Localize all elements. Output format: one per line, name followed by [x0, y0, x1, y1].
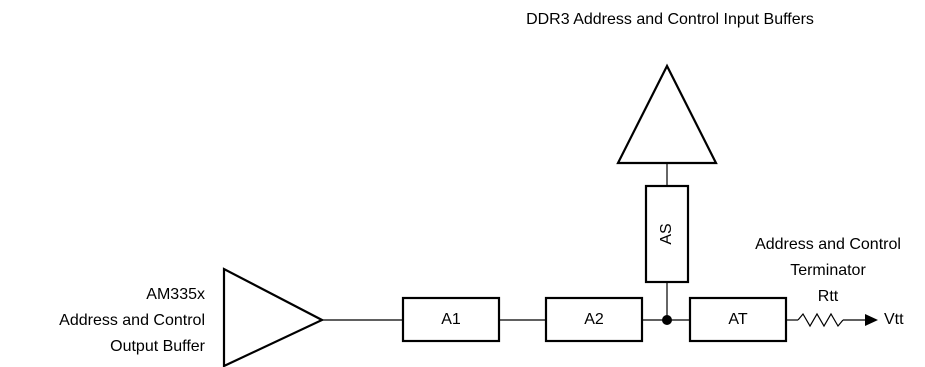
- segment-a1-box: [401, 296, 501, 343]
- segment-a1-label: A1: [441, 311, 461, 328]
- terminator-label-line3: Rtt: [818, 288, 839, 305]
- ddr3-input-buffer-triangle: [616, 63, 718, 165]
- junction-dot: [662, 315, 672, 325]
- output-buffer-label-line2: Address and Control: [59, 312, 205, 329]
- terminator-label-line2: Terminator: [790, 262, 866, 279]
- segment-a2-box: [544, 296, 644, 343]
- terminator-label-line1: Address and Control: [755, 236, 901, 253]
- segment-at-label: AT: [728, 311, 747, 328]
- input-buffers-label: DDR3 Address and Control Input Buffers: [526, 11, 814, 28]
- output-buffer-label-line1: AM335x: [146, 286, 205, 303]
- segment-a2-label: A2: [584, 311, 604, 328]
- output-buffer-label-line3: Output Buffer: [110, 338, 206, 355]
- resistor-rtt-symbol: [797, 312, 844, 328]
- vtt-label: Vtt: [884, 311, 904, 328]
- vtt-arrow-icon: [865, 314, 878, 326]
- segment-as-label: AS: [658, 223, 675, 244]
- am335x-output-buffer-triangle: [222, 267, 325, 367]
